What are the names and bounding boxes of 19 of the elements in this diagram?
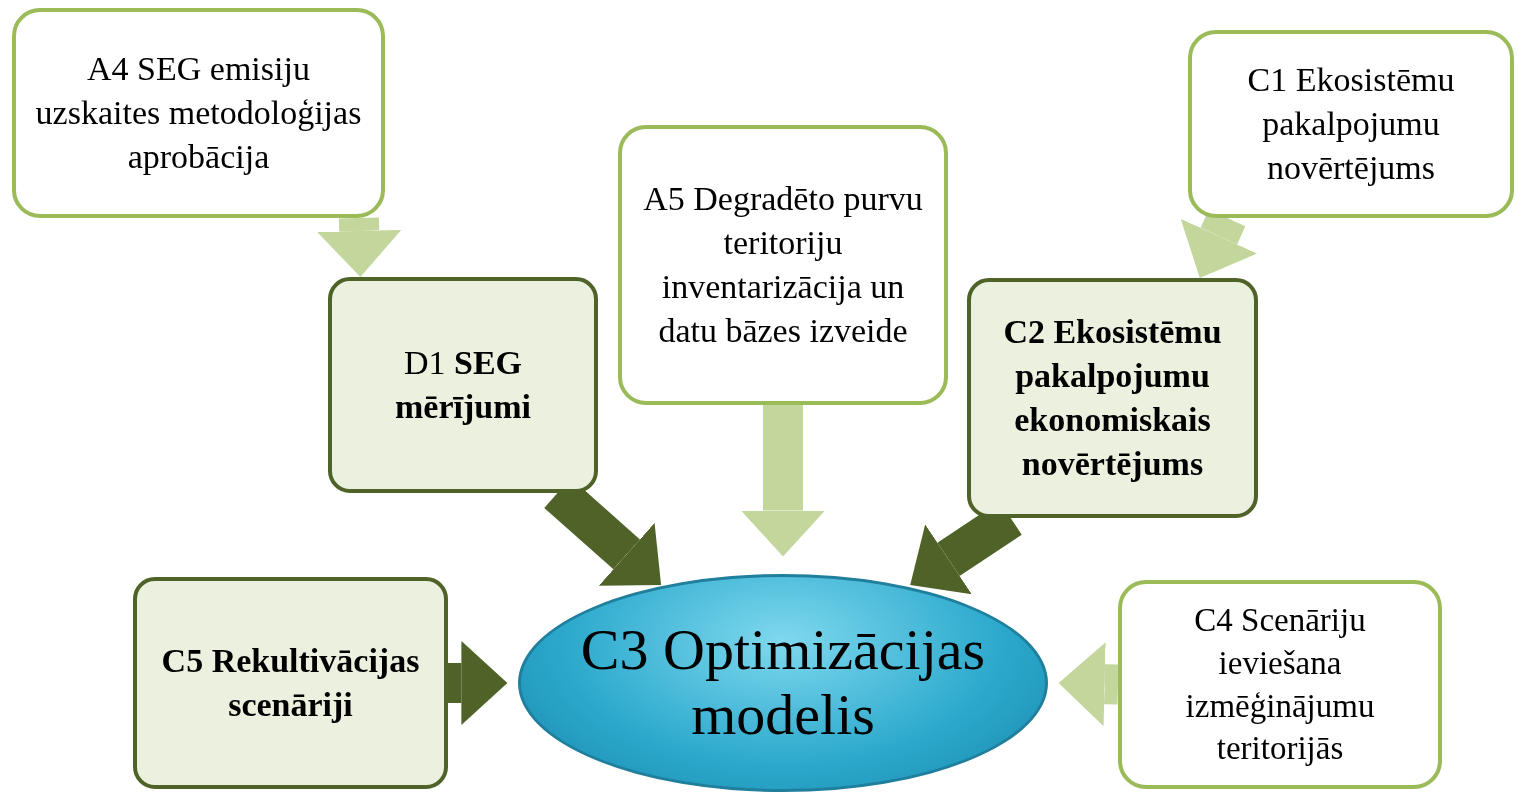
box-text: A4 SEG emisiju uzskaites metodoloģijas aprobācija	[34, 48, 363, 178]
block-arrow	[317, 217, 402, 277]
activity-box	[1118, 580, 1442, 789]
box-text: A5 Degradēto purvu teritoriju inventarizācija un datu bāzes izveide	[642, 178, 924, 352]
box-text: C4 Scenāriju ieviešana izmēģinājumu teritorijās	[1184, 600, 1376, 769]
box-text: C1 Ekosistēmu pakalpojumu novērtējums	[1246, 59, 1456, 189]
box-text: C3 Optimizācijas modelis	[579, 618, 987, 748]
activity-box	[967, 278, 1258, 518]
block-arrow	[741, 405, 825, 557]
block-arrow	[448, 641, 508, 725]
activity-box	[133, 577, 448, 789]
activity-box	[328, 277, 598, 493]
box-text: C5 Rekultivācijas scenāriji	[160, 640, 421, 725]
block-arrow	[1058, 642, 1119, 727]
activity-box	[1188, 30, 1514, 218]
box-text: D1 SEG mērījumi	[394, 342, 532, 427]
activity-box	[618, 125, 948, 405]
activity-box	[12, 8, 385, 218]
box-text: C2 Ekosistēmu pakalpojumu ekonomiskais novērtējums	[1002, 311, 1223, 485]
